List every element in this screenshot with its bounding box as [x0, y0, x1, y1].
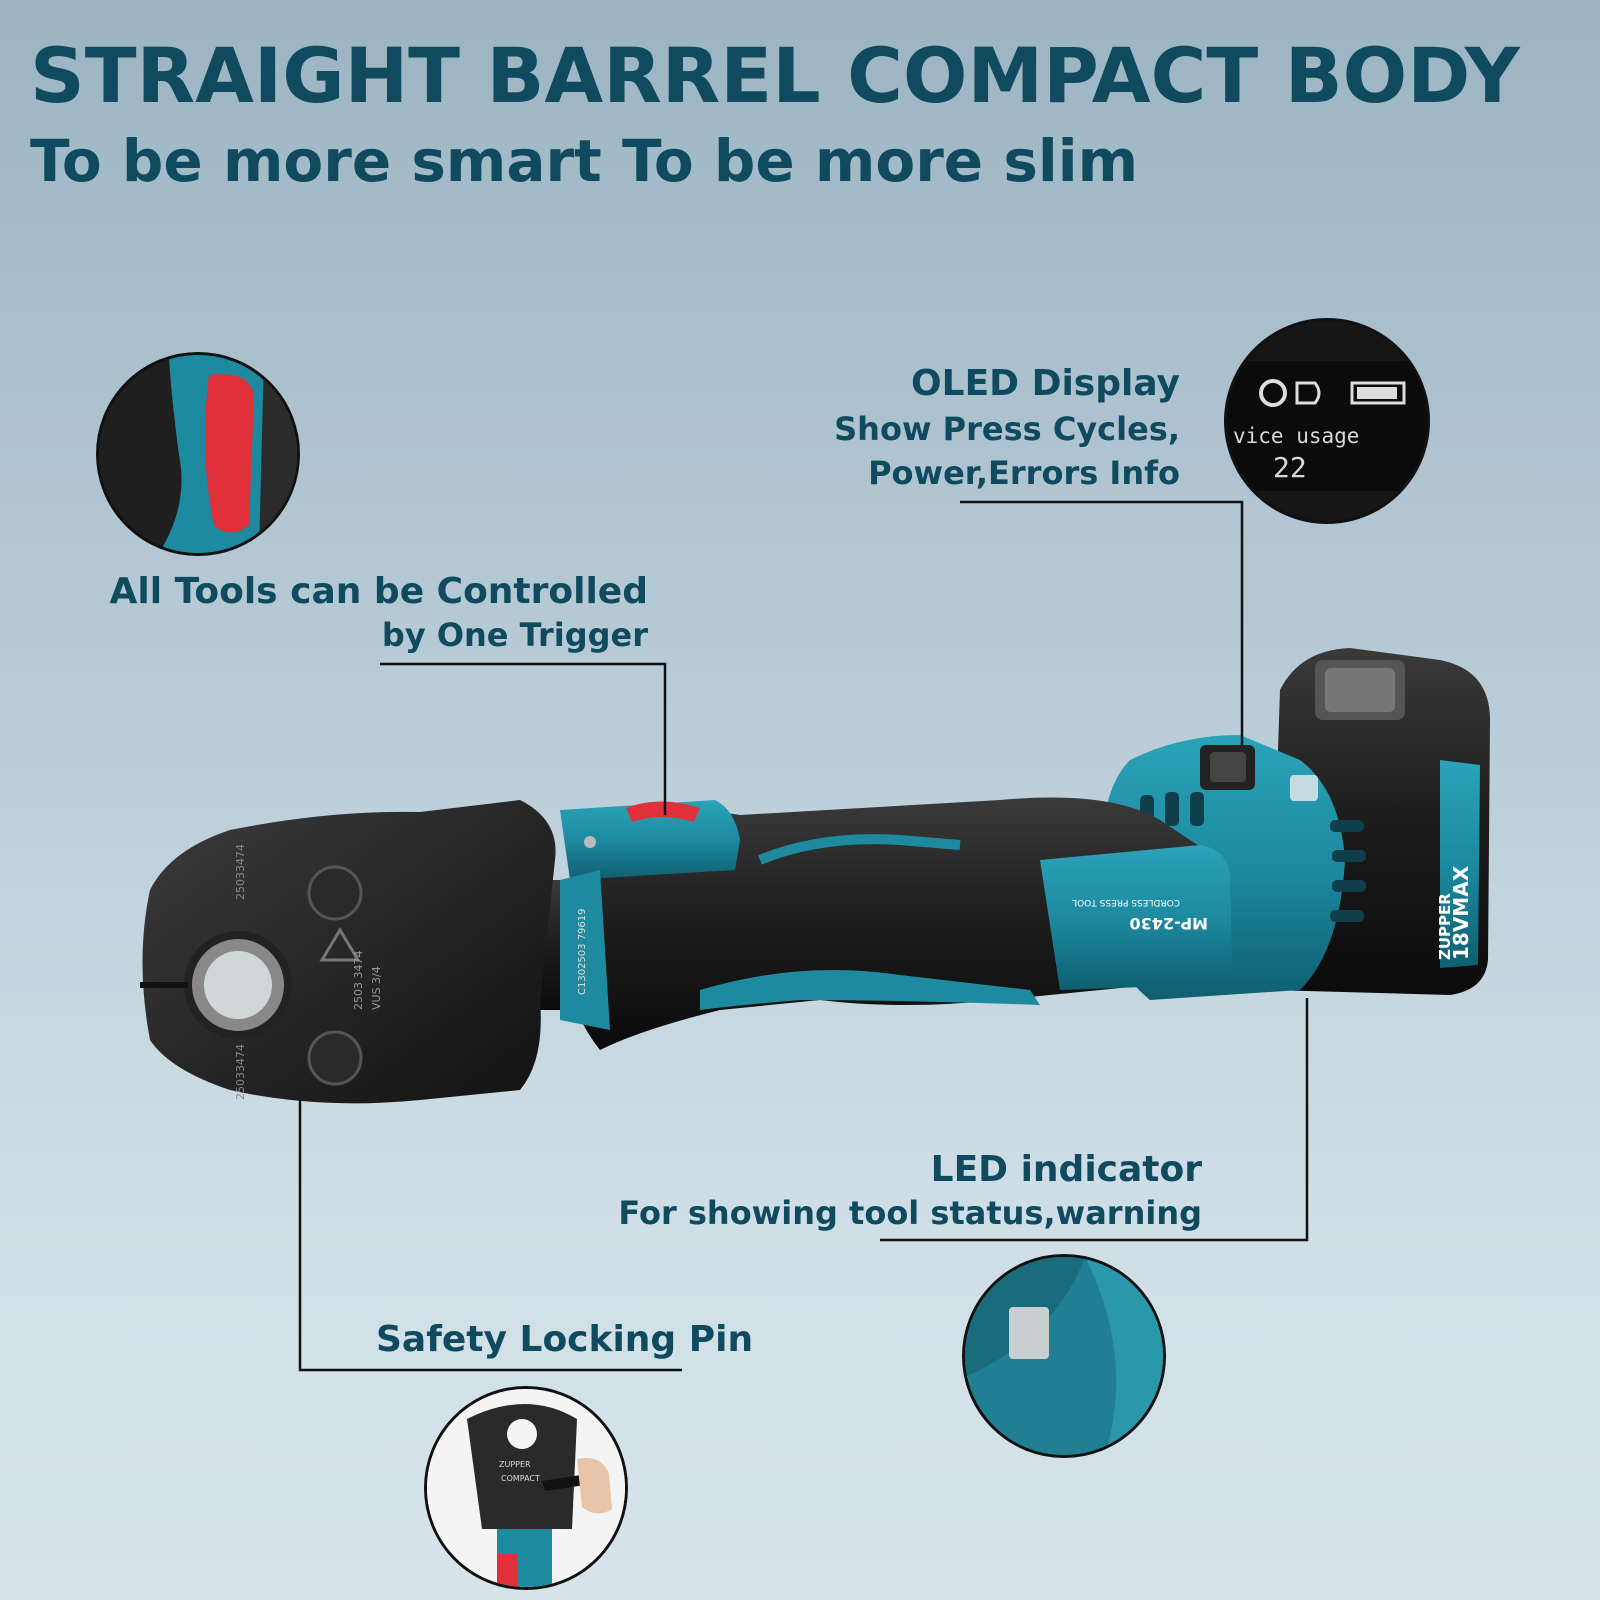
jaw-brand-label: ZUPPER	[499, 1460, 531, 1469]
serial-label: C1302503 79619	[577, 908, 588, 995]
oled-callout-line2: Power,Errors Info	[868, 454, 1180, 492]
pin-callout-title: Safety Locking Pin	[376, 1319, 754, 1360]
gear-icon	[1259, 379, 1287, 407]
led-callout-title: LED indicator	[930, 1149, 1202, 1190]
oled-screen-image: vice usage 22	[1227, 321, 1427, 521]
oled-usage-label: vice usage	[1233, 424, 1359, 448]
jaw-code-center: 2503 3474	[352, 951, 365, 1011]
jaw-line-label: COMPACT	[501, 1474, 540, 1483]
oled-usage-value: 22	[1273, 451, 1307, 484]
led-light	[1009, 1307, 1049, 1359]
jaw-code-bottom: 25033474	[234, 1044, 247, 1100]
model-label: MP-2430	[1129, 914, 1208, 933]
battery-voltage-label: 18VMAX	[1449, 865, 1473, 960]
pin-detail-image: ZUPPER COMPACT	[427, 1389, 625, 1587]
oled-callout-title: OLED Display	[911, 363, 1180, 404]
battery-icon	[1350, 381, 1406, 405]
trigger-detail-image	[99, 355, 297, 553]
oled-callout-line1: Show Press Cycles,	[834, 410, 1180, 448]
trigger-callout-line1: by One Trigger	[381, 616, 648, 654]
subheadline: To be more smart To be more slim	[30, 127, 1139, 195]
jaw-code-top: 25033474	[234, 844, 247, 900]
headline: STRAIGHT BARREL COMPACT BODY	[30, 31, 1520, 120]
led-detail-circle	[962, 1254, 1166, 1458]
tool-type-label: CORDLESS PRESS TOOL	[1072, 897, 1180, 907]
led-callout-line1: For showing tool status,warning	[618, 1194, 1202, 1232]
trigger-callout-title: All Tools can be Controlled	[109, 571, 648, 612]
trigger-assembly	[560, 800, 740, 880]
battery-brand-label: ZUPPER	[1436, 893, 1454, 960]
led-detail-image	[965, 1257, 1163, 1455]
trigger-detail-circle	[96, 352, 300, 556]
oled-detail-circle: vice usage 22	[1224, 318, 1430, 524]
pin-detail-circle: ZUPPER COMPACT	[424, 1386, 628, 1590]
press-jaw: 25033474 25033474 2503 3474 VUS 3/4	[140, 800, 556, 1104]
jaw-size: VUS 3/4	[370, 966, 383, 1010]
